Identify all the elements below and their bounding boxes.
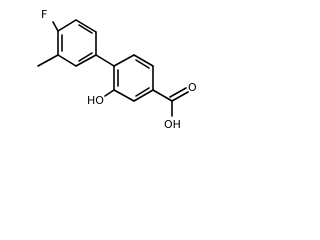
double-bond-inner: [78, 24, 93, 34]
c-oh-bond: [104, 89, 115, 97]
biaryl-bond: [95, 54, 115, 67]
hydroxyl-label: HO: [87, 94, 104, 107]
bond: [57, 19, 77, 32]
fluorine-label: F: [41, 8, 47, 21]
double-bond-inner: [135, 59, 150, 69]
c-cooh-bond: [152, 89, 173, 102]
bond: [75, 54, 97, 67]
bond: [113, 54, 135, 67]
acid-hydroxyl-label: OH: [164, 118, 181, 131]
bond: [133, 89, 154, 102]
bond: [113, 89, 135, 102]
c-f-bond: [52, 21, 59, 32]
c-o-double-bond-2: [169, 87, 187, 98]
fluoro-methyl-phenyl-ring: [57, 19, 97, 67]
bond: [75, 19, 97, 33]
carbonyl-oxygen-label: O: [188, 81, 197, 94]
c-o-double-bond: [171, 91, 189, 102]
methyl-bond: [37, 54, 59, 67]
chemical-structure-diagram: F HO O OH: [37, 8, 197, 131]
hydroxybenzoic-ring: [113, 54, 154, 102]
double-bond-inner: [135, 87, 150, 97]
double-bond-inner: [78, 52, 93, 62]
bond: [57, 54, 77, 67]
bond: [133, 54, 154, 67]
